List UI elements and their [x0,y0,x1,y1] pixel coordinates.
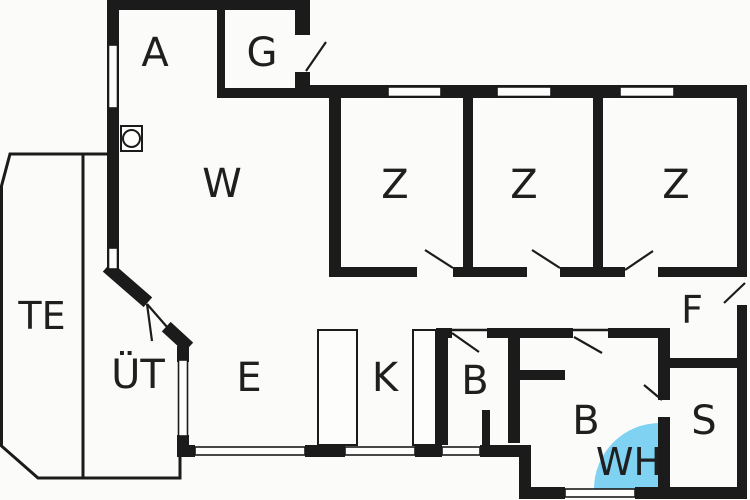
window-icon [344,446,416,456]
door-swing-icon [424,249,454,269]
window-icon [564,488,636,498]
wall-g-right-upper [295,10,310,35]
door-swing-icon [146,303,168,328]
room-label-z3: Z [662,162,689,208]
wall-z-bottom-d [658,267,747,277]
window-icon [441,446,481,456]
wall-top-ag [107,0,310,10]
room-label-z2: Z [510,162,537,208]
window-icon [107,44,119,109]
wall-g-bottom [217,88,310,98]
wall-right-upper [737,85,747,277]
terrace-boundary [0,152,182,480]
room-label-z1: Z [381,162,408,208]
door-swing-icon [451,332,480,353]
wall-bottom-b [305,445,345,457]
door-swing-icon [643,384,663,401]
wall-z-bottom-c [560,267,625,277]
room-label-b1: B [461,358,488,404]
window-icon [496,86,552,98]
wall-bottom-c [415,445,442,457]
door-swing-icon [723,282,746,304]
wall-hall-b [487,328,573,338]
wall-bottom-e [519,487,565,499]
wall-right-lower [737,305,747,499]
window-icon [177,359,189,437]
window-icon [194,446,306,456]
wall-z-bottom-a [329,267,417,277]
water-feature-quarter-circle [594,423,660,489]
wall-w-z1 [329,98,341,268]
room-label-s: S [691,398,716,444]
room-label-wh: WH [596,440,662,484]
wall-ut-lower [177,435,189,457]
wall-b2-niche [520,370,565,380]
doors [145,41,746,401]
door-swing-icon [145,303,154,342]
washing-machine-drum-icon [122,129,141,148]
wall-f-bottom [658,358,747,368]
wall-left-exterior [107,0,119,270]
room-label-w: W [202,161,242,207]
room-label-b2: B [572,398,599,444]
door-swing-icon [624,250,654,271]
window-icon [619,86,675,98]
door-swing-icon [531,249,561,269]
door-swing-icon [573,336,603,354]
wall-bottom-f [635,487,747,499]
furniture [120,125,437,446]
room-labels: A G W Z Z Z TE ÜT E K B B F S WH [17,30,716,484]
wall-hall-c [608,328,663,338]
window-icon [107,247,119,270]
wall-z1-z2 [463,98,473,268]
terrace-outline [0,152,182,480]
wall-entry-diagonal-lower [161,321,194,353]
room-label-e: E [236,355,261,401]
walls [102,0,747,499]
room-label-te: TE [17,294,65,338]
wall-z2-z3 [593,98,603,268]
room-label-a: A [141,30,169,76]
wall-entry-diagonal-upper [102,261,153,308]
door-swing-icon [305,41,327,72]
counter-block [317,329,358,446]
wall-a-g-divider [217,10,225,98]
room-label-k: K [372,355,400,401]
wall-step [519,445,531,499]
wall-b-s-lower [658,417,670,499]
wall-k-b-divider [436,328,448,445]
window-icon [387,86,442,98]
room-label-g: G [247,30,278,76]
windows [107,44,675,498]
room-label-f: F [681,288,703,332]
counter-block [412,329,437,446]
room-label-ut: ÜT [111,350,165,398]
wall-bottom-d [480,445,531,457]
wall-b2-left [508,328,520,443]
wall-b1-stub [482,410,490,445]
wall-z-bottom-b [453,267,527,277]
